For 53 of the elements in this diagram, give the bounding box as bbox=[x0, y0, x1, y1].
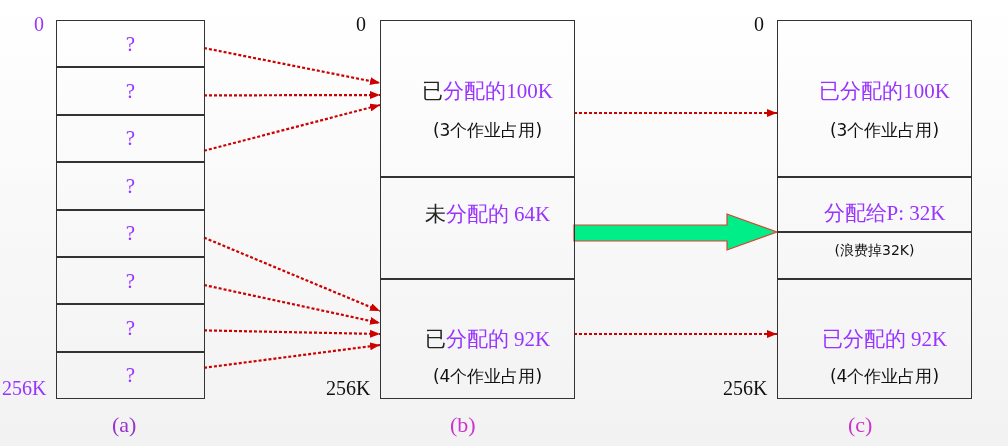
address-label: 0 bbox=[34, 14, 44, 34]
dotted-arrow bbox=[203, 46, 381, 85]
segment-label: 已分配的 92K bbox=[821, 327, 948, 351]
dotted-arrow bbox=[203, 103, 381, 152]
memory-segment bbox=[380, 177, 575, 279]
address-label: 0 bbox=[356, 14, 366, 34]
unknown-mark: ? bbox=[125, 79, 136, 104]
memory-segment bbox=[777, 177, 972, 232]
unknown-mark: ? bbox=[125, 173, 136, 198]
unknown-mark: ? bbox=[125, 221, 136, 246]
memory-cell bbox=[56, 20, 205, 68]
memory-segment bbox=[380, 20, 575, 177]
dotted-arrow bbox=[203, 329, 381, 338]
memory-segment bbox=[380, 279, 575, 399]
memory-cell bbox=[56, 67, 205, 115]
segment-label: 分配给P: 32K bbox=[823, 201, 946, 225]
panel-label: (b) bbox=[450, 414, 476, 436]
memory-cell bbox=[56, 162, 205, 210]
memory-cell bbox=[56, 209, 205, 257]
memory-cell bbox=[56, 114, 205, 163]
segment-label: 已分配的100K bbox=[422, 79, 553, 103]
panel-label: (c) bbox=[848, 414, 873, 436]
segment-label: 已分配的 92K bbox=[424, 327, 551, 351]
dotted-arrow bbox=[574, 330, 777, 338]
dotted-arrow bbox=[574, 109, 777, 117]
memory-segment bbox=[777, 232, 972, 279]
address-label: 256K bbox=[2, 378, 47, 398]
address-label: 0 bbox=[754, 14, 764, 34]
dotted-arrow bbox=[203, 236, 381, 312]
memory-cell bbox=[56, 304, 205, 352]
memory-cell bbox=[56, 257, 205, 305]
dotted-arrow bbox=[203, 283, 381, 325]
memory-segment bbox=[777, 279, 972, 399]
memory-cell bbox=[56, 351, 205, 400]
segment-note: (4个作业占用) bbox=[432, 365, 543, 387]
segment-note: (3个作业占用) bbox=[829, 119, 940, 141]
panel-label: (a) bbox=[112, 414, 137, 436]
address-label: 256K bbox=[723, 378, 768, 398]
memory-segment bbox=[777, 20, 972, 177]
dotted-arrow bbox=[203, 342, 381, 369]
segment-note: (浪费掉32K) bbox=[834, 241, 915, 260]
dotted-arrow bbox=[204, 91, 380, 99]
unknown-mark: ? bbox=[125, 316, 136, 341]
segment-label: 未分配的 64K bbox=[424, 202, 551, 226]
unknown-mark: ? bbox=[125, 363, 136, 388]
segment-note: (4个作业占用) bbox=[829, 365, 940, 387]
block-arrow bbox=[573, 213, 779, 251]
segment-note: (3个作业占用) bbox=[432, 119, 543, 141]
unknown-mark: ? bbox=[125, 126, 136, 151]
address-label: 256K bbox=[326, 378, 371, 398]
unknown-mark: ? bbox=[125, 31, 136, 56]
segment-label: 已分配的100K bbox=[819, 79, 950, 103]
unknown-mark: ? bbox=[125, 268, 136, 293]
